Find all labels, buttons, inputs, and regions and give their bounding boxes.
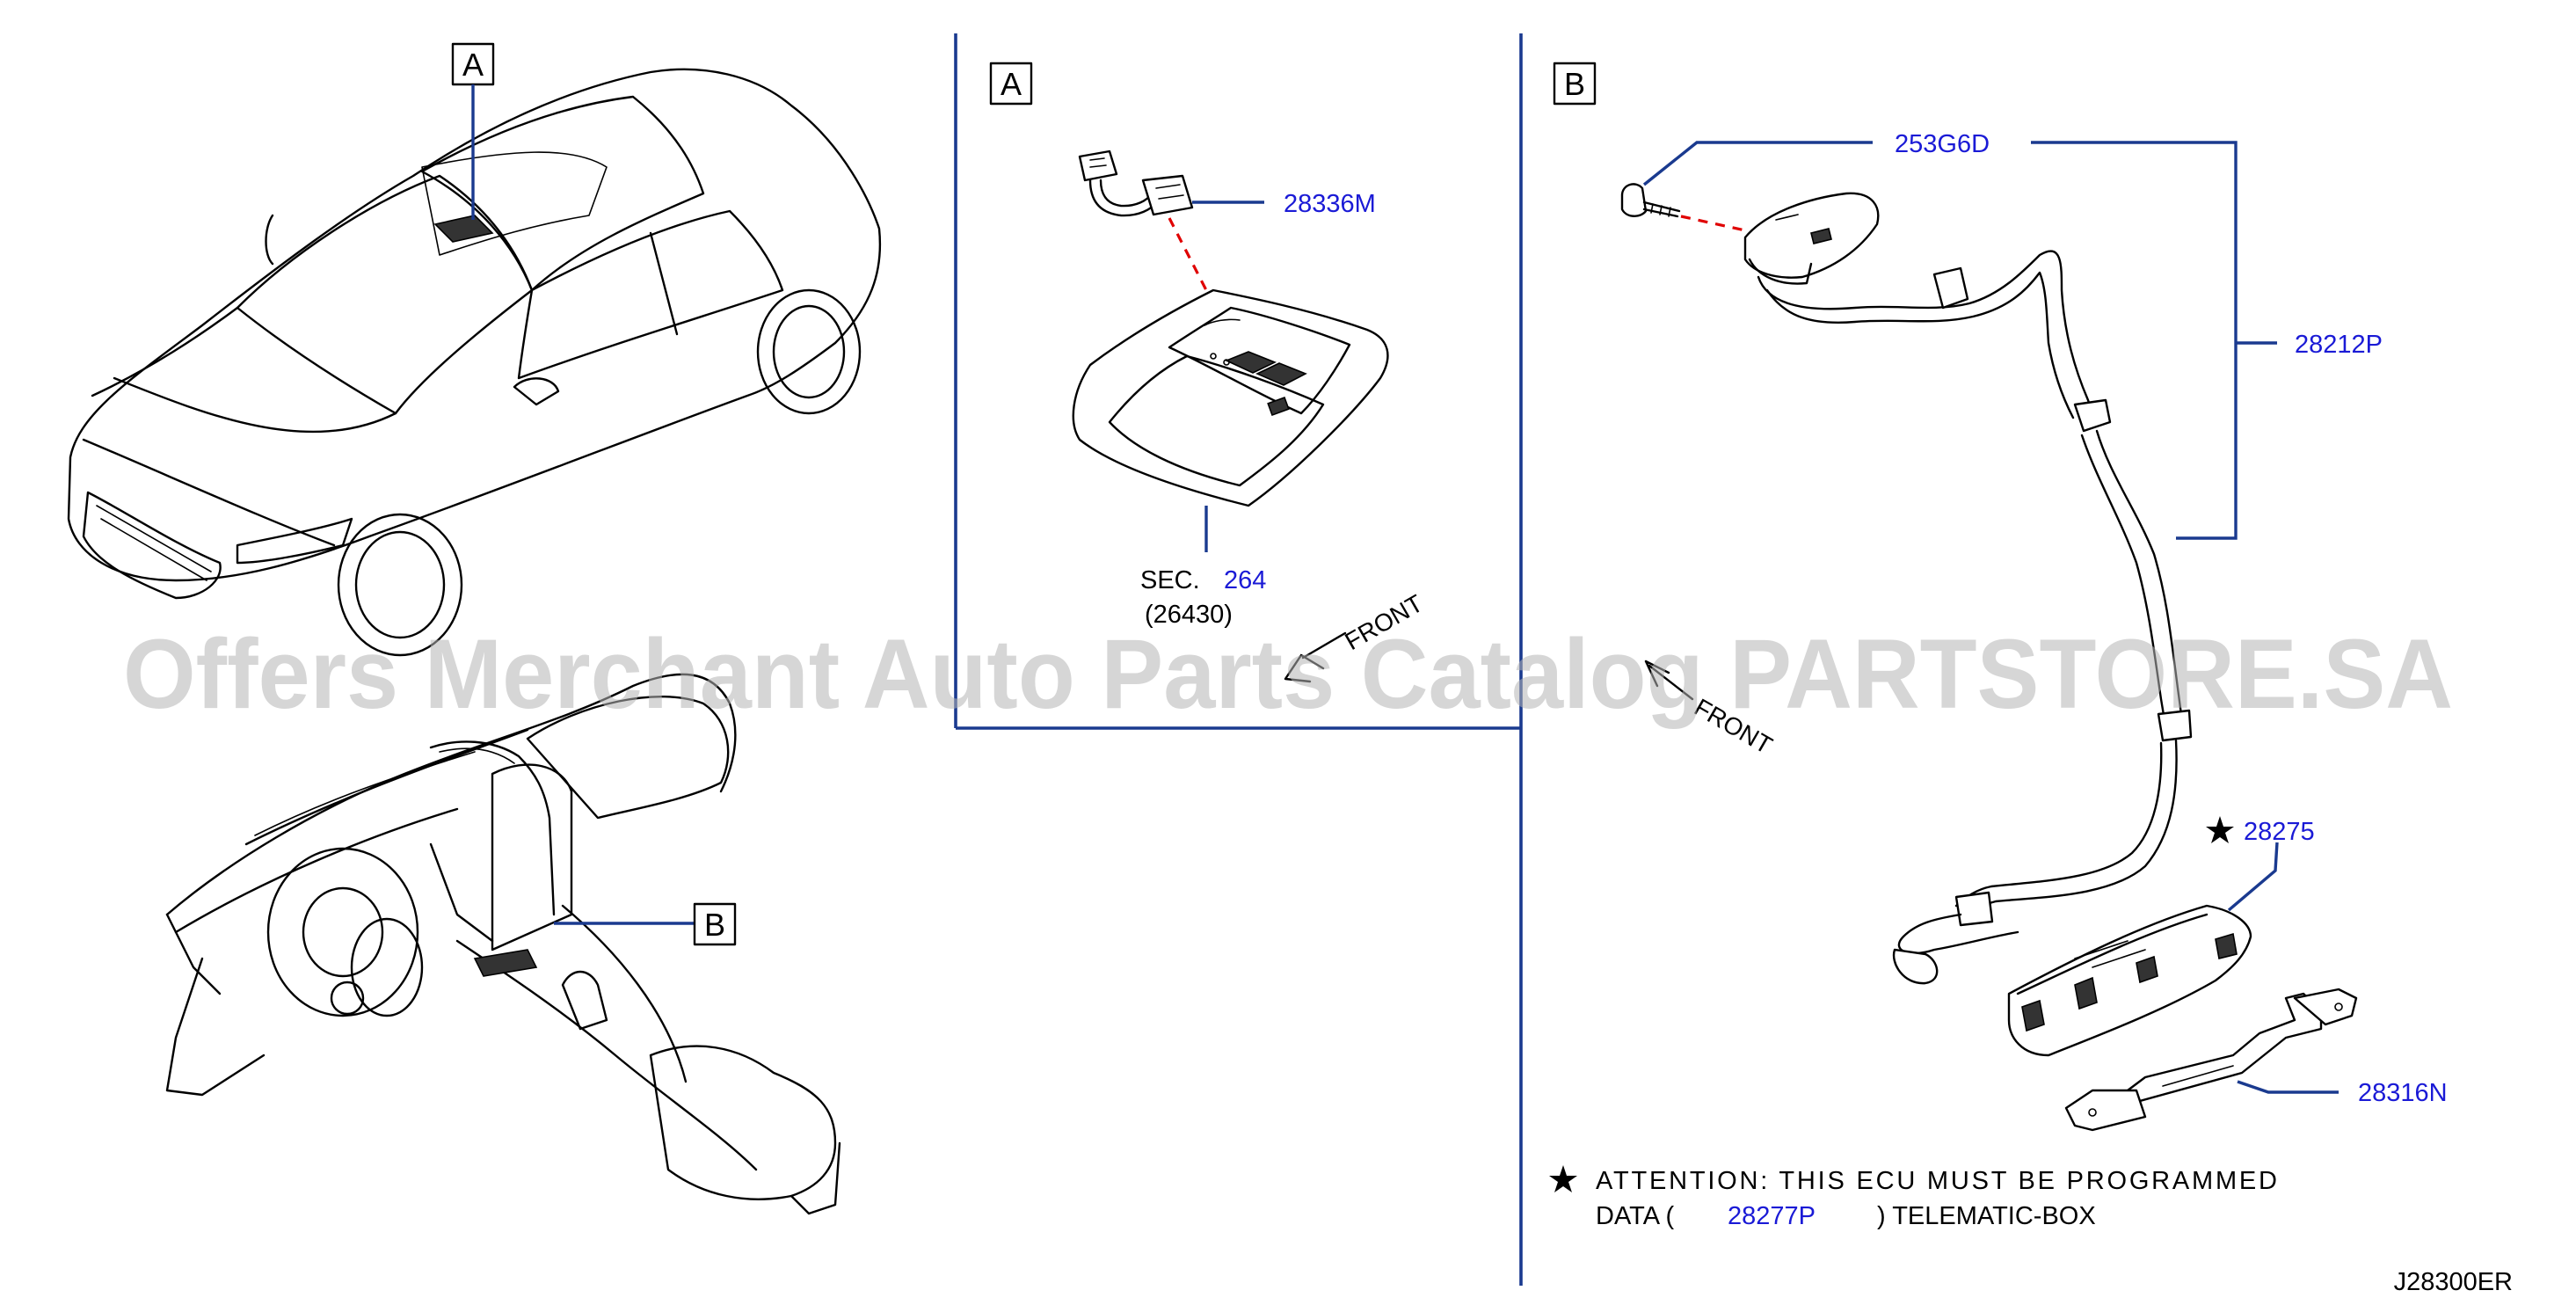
antenna-module-drawing — [1743, 192, 1880, 285]
attention-line-1: ATTENTION: THIS ECU MUST BE PROGRAMMED — [1596, 1167, 2277, 1195]
section-prefix: SEC. — [1140, 566, 1200, 594]
drawing-code: J28300ER — [2394, 1268, 2513, 1296]
section-number: 264 — [1224, 566, 1266, 594]
harness-drawing — [1757, 250, 2193, 985]
front-arrow-icon — [1644, 660, 1694, 701]
overhead-console-drawing — [1072, 288, 1389, 507]
install-line-switch — [1168, 217, 1208, 291]
panel-a-marker-label: A — [1001, 66, 1022, 102]
attention-line-2-prefix: DATA ( — [1596, 1202, 1674, 1230]
section-reference[interactable]: SEC. 264 (26430) — [1140, 566, 1266, 629]
interior-dashboard-drawing — [165, 673, 841, 1215]
attention-part-28277p[interactable]: 28277P — [1728, 1202, 1816, 1230]
control-unit-drawing — [2007, 904, 2252, 1057]
interior-view-marker-b: B — [554, 902, 737, 946]
car-exterior-drawing — [67, 68, 882, 657]
attention-note: ATTENTION: THIS ECU MUST BE PROGRAMMED D… — [1549, 1165, 2277, 1230]
car-view-marker-a: A — [451, 42, 495, 220]
leader-28212p — [2031, 141, 2238, 540]
leader-28275 — [2227, 842, 2279, 912]
section-sub: (26430) — [1145, 601, 1233, 629]
install-line-bolt — [1680, 215, 1746, 232]
attention-line-2-suffix: ) TELEMATIC-BOX — [1877, 1202, 2096, 1230]
part-number-28275-group[interactable]: 28275 — [2206, 816, 2315, 846]
panel-dividers — [954, 33, 1523, 1286]
interior-view-marker-b-label: B — [704, 907, 725, 943]
bolt-drawing — [1620, 183, 1681, 218]
car-view-marker-a-label: A — [462, 47, 484, 83]
panel-b-marker: B — [1553, 62, 1597, 106]
watermark-text: Offers Merchant Auto Parts Catalog PARTS… — [123, 619, 2453, 729]
panel-b-marker-label: B — [1564, 66, 1585, 102]
part-number-28275: 28275 — [2244, 818, 2315, 846]
front-arrow-icon — [1284, 631, 1347, 683]
star-icon — [1549, 1165, 1577, 1192]
star-icon — [2206, 816, 2234, 843]
panel-a-marker: A — [989, 62, 1033, 106]
leader-253g6d — [1642, 141, 1873, 186]
leader-28316n — [2237, 1080, 2339, 1094]
bracket-drawing — [2064, 988, 2358, 1132]
part-number-28316n[interactable]: 28316N — [2358, 1079, 2448, 1107]
part-number-28212p[interactable]: 28212P — [2295, 331, 2383, 359]
part-number-28336m[interactable]: 28336M — [1284, 190, 1376, 218]
switch-assembly-drawing — [1078, 149, 1194, 217]
part-number-253g6d[interactable]: 253G6D — [1895, 130, 1990, 158]
